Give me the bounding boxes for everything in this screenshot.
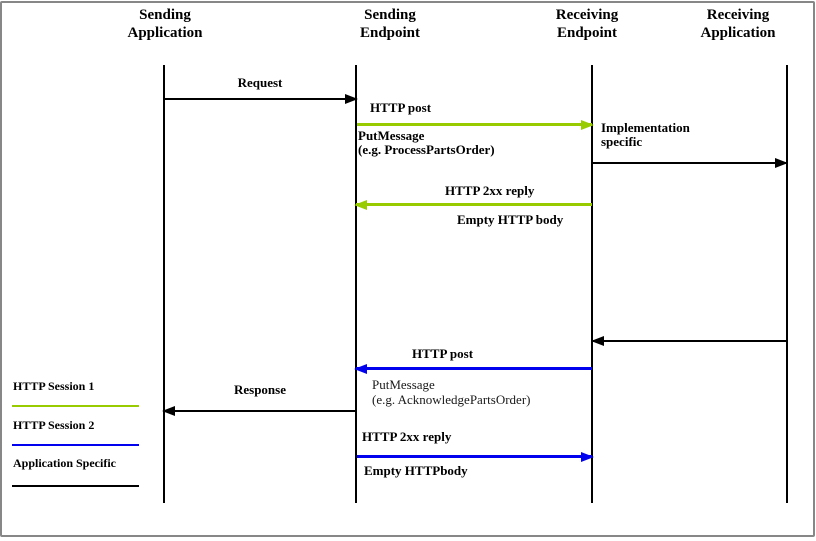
- label-http-2xx-reply-2: HTTP 2xx reply: [362, 429, 452, 444]
- header-line: Receiving: [706, 7, 770, 23]
- implementation-specific-line: Implementation: [601, 120, 690, 135]
- implementation-specific-line: specific: [601, 134, 643, 149]
- legend-label-application-specific: Application Specific: [13, 456, 117, 470]
- legend-line-http-session-2: [12, 444, 139, 446]
- header-receiving-application: Receiving Application: [663, 6, 813, 42]
- legend-label-http-session-2: HTTP Session 2: [13, 418, 95, 432]
- header-line: Sending: [364, 7, 416, 23]
- arrowhead-left-icon: [591, 336, 604, 346]
- header-line: Application: [700, 25, 776, 41]
- label-response: Response: [233, 382, 286, 397]
- put-message-line: PutMessage: [372, 377, 435, 392]
- put-message-line: PutMessage: [358, 128, 425, 143]
- lifeline-sending-endpoint: [355, 65, 357, 503]
- arrow-http-post-2: [354, 363, 592, 374]
- arrowhead-right-icon: [581, 119, 594, 130]
- label-put-message-2: PutMessage (e.g. AcknowledgePartsOrder): [372, 377, 530, 407]
- arrowhead-right-icon: [345, 94, 358, 104]
- header-receiving-endpoint: Receiving Endpoint: [512, 6, 662, 42]
- header-line: Sending: [139, 7, 191, 23]
- header-line: Application: [127, 25, 203, 41]
- arrow-http-2xx-reply-2: [357, 451, 594, 462]
- label-http-post-2: HTTP post: [412, 346, 474, 361]
- label-empty-http-body-1: Empty HTTP body: [457, 212, 564, 227]
- label-http-2xx-reply-1: HTTP 2xx reply: [445, 183, 535, 198]
- arrow-http-2xx-reply-1: [354, 199, 592, 210]
- header-line: Endpoint: [359, 25, 421, 41]
- arrow-http-post-1: [357, 119, 594, 130]
- header-sending-application: Sending Application: [90, 6, 240, 42]
- header-line: Endpoint: [556, 25, 618, 41]
- put-message-line: (e.g. AcknowledgePartsOrder): [372, 392, 531, 407]
- arrowhead-left-icon: [354, 363, 367, 374]
- header-line: Receiving: [555, 7, 619, 23]
- arrow-application-return: [591, 336, 786, 346]
- legend-line-application-specific: [12, 485, 139, 487]
- lifeline-receiving-endpoint: [591, 65, 593, 503]
- label-request: Request: [237, 75, 283, 90]
- header-sending-endpoint: Sending Endpoint: [315, 6, 465, 42]
- legend-label-http-session-1: HTTP Session 1: [13, 379, 95, 393]
- arrowhead-left-icon: [162, 406, 175, 416]
- put-message-line: (e.g. ProcessPartsOrder): [358, 142, 495, 157]
- arrowhead-right-icon: [581, 451, 594, 462]
- label-http-post-1: HTTP post: [370, 100, 432, 115]
- arrow-implementation-specific: [593, 158, 788, 168]
- arrowhead-right-icon: [775, 158, 788, 168]
- label-empty-http-body-2: Empty HTTPbody: [364, 463, 468, 478]
- label-put-message-1: PutMessage (e.g. ProcessPartsOrder): [358, 129, 495, 157]
- label-implementation-specific: Implementation specific: [601, 121, 690, 149]
- arrow-response: [162, 406, 356, 416]
- arrowhead-left-icon: [354, 199, 367, 210]
- lifeline-receiving-application: [786, 65, 788, 503]
- lifeline-sending-application: [163, 65, 165, 503]
- legend-line-http-session-1: [12, 405, 139, 407]
- arrow-request: [164, 94, 358, 104]
